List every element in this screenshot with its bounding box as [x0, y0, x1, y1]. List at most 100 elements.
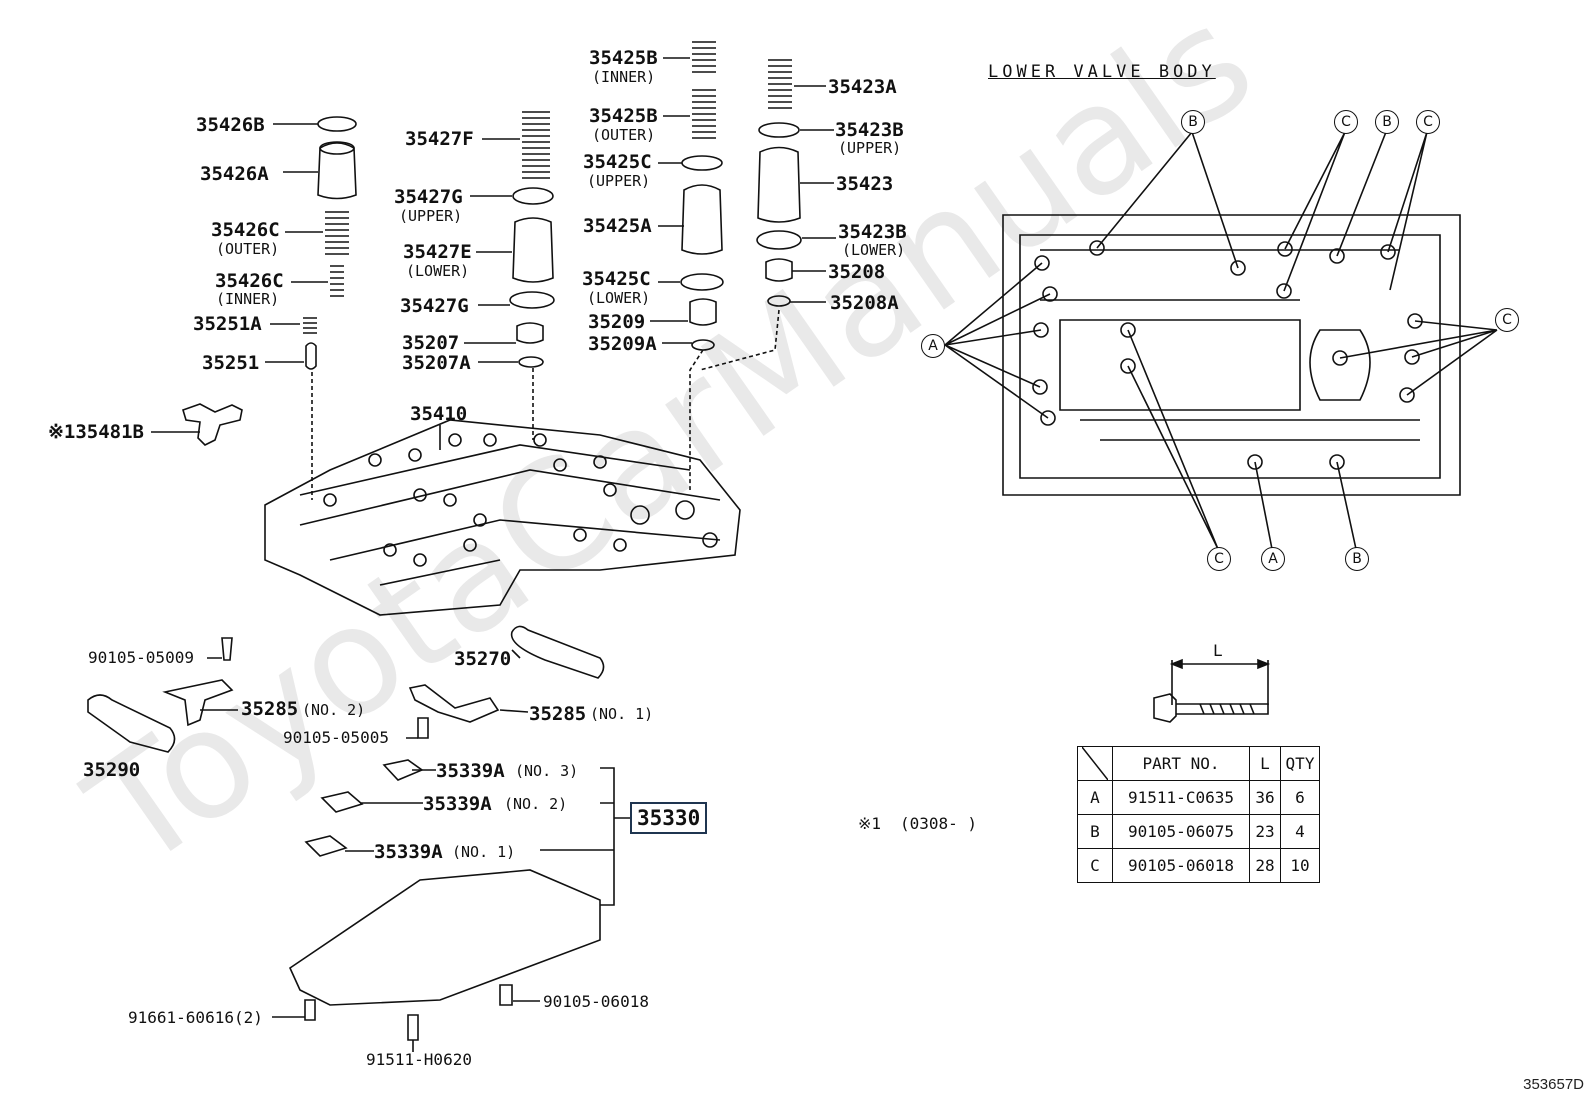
label-35209: 35209	[588, 311, 646, 333]
callout-a-bottom: A	[1261, 547, 1285, 571]
label-35339A-no3: 35339A	[436, 760, 505, 782]
table-corner-cell	[1077, 746, 1113, 781]
label-35423B-upper-sub: (UPPER)	[838, 139, 902, 157]
spring-35425B-inner	[692, 41, 716, 73]
plug-35427E	[512, 217, 554, 283]
bolt-90105-06018	[499, 984, 513, 1006]
row-part-no: 90105-06075	[1112, 814, 1250, 849]
spring-35426C-inner	[330, 265, 344, 297]
table-row: C 90105-06018 28 10	[1077, 848, 1320, 883]
solenoid-35290	[87, 694, 176, 753]
magnet-35339A-no1	[304, 835, 348, 857]
ring-35207A	[518, 356, 544, 368]
label-35251A: 35251A	[193, 313, 262, 335]
bracket-35285-no2	[162, 679, 234, 727]
label-35339A-no2-sub: (NO. 2)	[504, 795, 568, 813]
bolt-spec-table: PART NO. L QTY A 91511-C0635 36 6 B 9010…	[1077, 746, 1320, 883]
ring-35425C-lower	[680, 273, 724, 291]
label-35425C-upper: 35425C	[583, 151, 652, 173]
label-35423B-upper: 35423B	[835, 119, 904, 141]
label-35208: 35208	[828, 261, 886, 283]
callout-b-bottom: B	[1345, 547, 1369, 571]
ring-35427G	[509, 291, 555, 309]
label-35423A: 35423A	[828, 76, 897, 98]
label-35426C-outer-sub: (OUTER)	[216, 240, 280, 258]
sleeve-35207	[516, 322, 544, 344]
ring-35208A	[767, 295, 791, 307]
bracket-35285-no1	[408, 684, 500, 723]
table-row: A 91511-C0635 36 6	[1077, 780, 1320, 815]
ring-35425C-upper	[681, 155, 723, 171]
spring-35426C-outer	[325, 211, 349, 255]
label-35207A: 35207A	[402, 352, 471, 374]
plug-35209	[689, 298, 717, 326]
spring-35423A	[768, 59, 792, 109]
label-35427E-sub: (LOWER)	[406, 262, 470, 280]
label-35339A-no2: 35339A	[423, 793, 492, 815]
row-part-no: 91511-C0635	[1112, 780, 1250, 815]
guide-lines	[311, 309, 780, 500]
label-35209A: 35209A	[588, 333, 657, 355]
label-35427E: 35427E	[403, 241, 472, 263]
highlighted-part-35330[interactable]: 35330	[630, 802, 708, 834]
row-l: 28	[1249, 848, 1281, 883]
label-35426C-inner-sub: (INNER)	[216, 290, 280, 308]
label-35423B-lower: 35423B	[838, 221, 907, 243]
label-90105-05005: 90105-05005	[283, 728, 389, 747]
row-qty: 4	[1280, 814, 1320, 849]
table-header-row: PART NO. L QTY	[1077, 746, 1320, 781]
row-qty: 10	[1280, 848, 1320, 883]
section-title: LOWER VALVE BODY	[988, 62, 1216, 82]
oil-strainer-35330	[288, 869, 601, 1006]
callout-c-top-1: C	[1334, 110, 1358, 134]
row-l: 23	[1249, 814, 1281, 849]
label-35427G-upper: 35427G	[394, 186, 463, 208]
label-90105-05009: 90105-05009	[88, 648, 194, 667]
plug-35426A	[317, 142, 357, 200]
label-35425C-upper-sub: (UPPER)	[587, 172, 651, 190]
ring-35427G-upper	[512, 187, 554, 205]
bolt-drawing	[1153, 693, 1269, 723]
label-35423: 35423	[836, 173, 894, 195]
label-35285-no1: 35285	[529, 703, 587, 725]
valve-body-35410	[264, 419, 741, 616]
lower-valve-body-outline	[1002, 214, 1461, 496]
row-l: 36	[1249, 780, 1281, 815]
sleeve-35425A	[681, 184, 723, 255]
plug-35208	[765, 258, 793, 282]
label-35208A: 35208A	[830, 292, 899, 314]
label-90105-06018: 90105-06018	[543, 992, 649, 1011]
callout-b-top-2: B	[1375, 110, 1399, 134]
label-35251: 35251	[202, 352, 260, 374]
label-35285-no1-sub: (NO. 1)	[590, 705, 654, 723]
label-35425B-inner: 35425B	[589, 47, 658, 69]
row-key: B	[1077, 814, 1113, 849]
bracket-135481B	[182, 403, 243, 446]
magnet-35339A-no2	[320, 791, 364, 813]
pin-35251	[305, 342, 317, 370]
bolt-91661-60616	[304, 999, 316, 1021]
bolt-length-label: L	[1213, 641, 1223, 660]
label-35426B: 35426B	[196, 114, 265, 136]
label-35285-no2: 35285	[241, 698, 299, 720]
label-35427F: 35427F	[405, 128, 474, 150]
spring-35425B-outer	[692, 89, 716, 139]
callout-a-left: A	[921, 334, 945, 358]
ring-35209A	[691, 339, 715, 351]
solenoid-35270	[510, 625, 605, 679]
label-35426C-outer: 35426C	[211, 219, 280, 241]
label-35425B-inner-sub: (INNER)	[592, 68, 656, 86]
table-row: B 90105-06075 23 4	[1077, 814, 1320, 849]
row-key: A	[1077, 780, 1113, 815]
callout-b-top-1: B	[1181, 110, 1205, 134]
row-qty: 6	[1280, 780, 1320, 815]
note-range: (0308- )	[900, 814, 978, 833]
label-35339A-no1: 35339A	[374, 841, 443, 863]
label-35426A: 35426A	[200, 163, 269, 185]
ring-35423B-upper	[758, 122, 800, 138]
bolt-length-dimension	[1171, 660, 1269, 705]
label-35290: 35290	[83, 759, 141, 781]
ring-35423B-lower	[756, 230, 802, 250]
label-35425C-lower-sub: (LOWER)	[587, 289, 651, 307]
